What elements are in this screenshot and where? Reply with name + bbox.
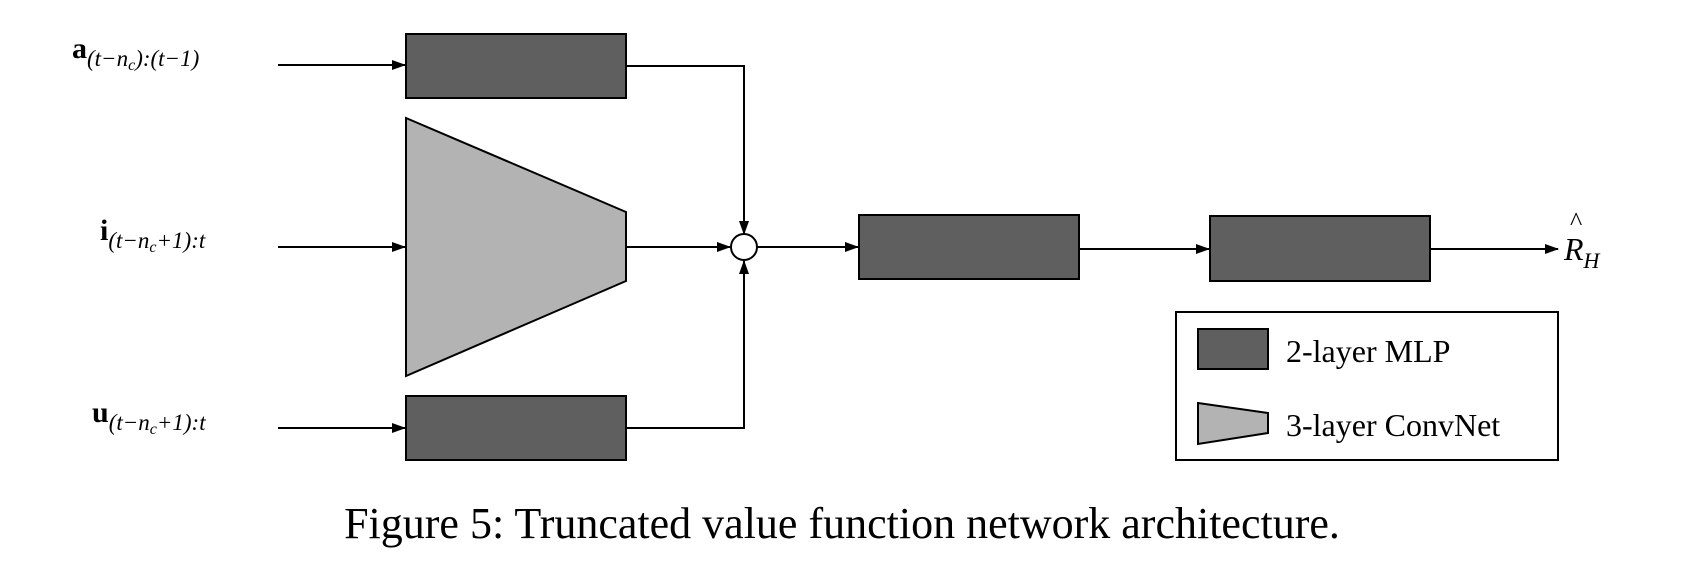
mlp-block-u	[405, 395, 627, 461]
connector-u-to-merge	[626, 260, 749, 429]
legend-mlp-swatch	[1197, 328, 1269, 370]
connector-a-to-merge	[626, 65, 749, 235]
mlp-block-a	[405, 33, 627, 99]
merge-node	[730, 233, 758, 261]
figure-caption: Figure 5: Truncated value function netwo…	[344, 499, 1340, 548]
mlp-block-2	[1209, 215, 1431, 282]
input-label-i: i(t−nc+1):t	[100, 214, 206, 256]
output-label: RH	[1563, 231, 1601, 273]
input-label-u: u(t−nc+1):t	[92, 396, 206, 438]
legend-mlp-label: 2-layer MLP	[1286, 333, 1450, 369]
convnet-block	[405, 116, 627, 378]
mlp-block-1	[858, 214, 1080, 280]
legend-convnet-swatch	[1197, 401, 1269, 446]
output-hat: ^	[1570, 207, 1582, 236]
legend-convnet-label: 3-layer ConvNet	[1286, 407, 1500, 443]
input-label-a: a(t−nc):(t−1)	[72, 32, 199, 74]
